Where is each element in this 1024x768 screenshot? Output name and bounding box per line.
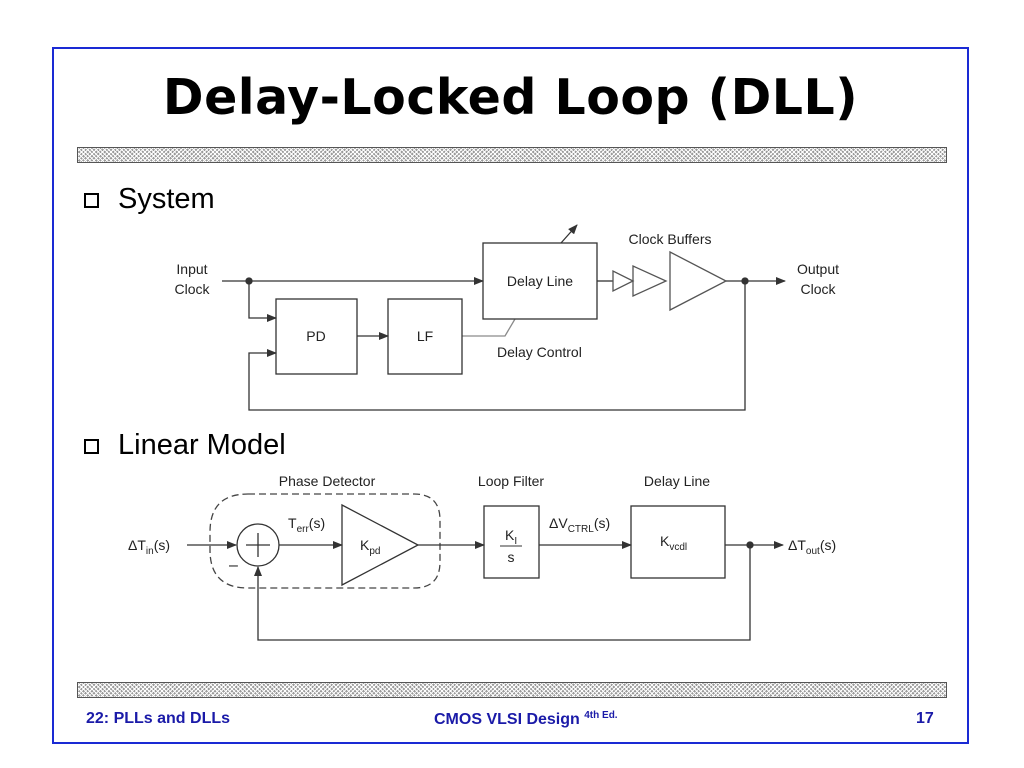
kpd-amplifier-icon bbox=[341, 503, 420, 587]
delay-line-model-label: Delay Line bbox=[644, 473, 710, 489]
filter-denominator: s bbox=[508, 549, 515, 565]
k-i-label: KI bbox=[505, 527, 517, 547]
loop-filter-box bbox=[483, 505, 540, 579]
footer-book-title: CMOS VLSI Design 4th Ed. bbox=[434, 710, 618, 728]
square-bullet-icon bbox=[84, 193, 99, 208]
output-clock-label-2: Clock bbox=[800, 281, 836, 297]
linear-model-labels: Phase Detector Loop Filter Delay Line ΔT… bbox=[128, 473, 836, 574]
delta-t-in-label: ΔTin(s) bbox=[128, 537, 170, 557]
delay-line-box bbox=[482, 242, 598, 320]
medium-buffer-icon bbox=[632, 264, 668, 298]
bullet-system: System bbox=[84, 183, 215, 216]
square-bullet-icon bbox=[84, 439, 99, 454]
delay-control-label: Delay Control bbox=[497, 344, 582, 360]
bullet-system-label: System bbox=[118, 183, 215, 215]
footer-divider bbox=[77, 682, 947, 698]
footer-chapter: 22: PLLs and DLLs bbox=[86, 710, 231, 727]
k-pd-label: Kpd bbox=[360, 537, 380, 557]
pd-box bbox=[275, 298, 358, 375]
bullet-linear-model: Linear Model bbox=[84, 429, 286, 462]
clock-buffers-label: Clock Buffers bbox=[629, 231, 712, 247]
input-clock-label-1: Input bbox=[176, 261, 207, 277]
output-clock-label-1: Output bbox=[797, 261, 839, 277]
k-vcdl-label: Kvcdl bbox=[660, 533, 687, 553]
system-labels: Input Clock Output Clock Delay Line Cloc… bbox=[174, 231, 839, 360]
lf-box bbox=[387, 298, 463, 375]
delta-t-out-label: ΔTout(s) bbox=[788, 537, 836, 557]
minus-sign: – bbox=[229, 557, 238, 574]
loop-filter-label: Loop Filter bbox=[478, 473, 544, 489]
bullet-linear-model-label: Linear Model bbox=[118, 429, 286, 461]
delay-line-model-box bbox=[630, 505, 726, 579]
footer-page-number: 17 bbox=[916, 710, 934, 727]
pd-label: PD bbox=[306, 328, 325, 344]
linear-model-diagram bbox=[187, 493, 784, 641]
small-buffer-icon bbox=[612, 269, 635, 293]
delay-line-label: Delay Line bbox=[507, 273, 573, 289]
slide-title: Delay-Locked Loop (DLL) bbox=[162, 69, 859, 126]
slide-frame: Delay-Locked Loop (DLL) System Linear Mo… bbox=[52, 47, 969, 744]
delta-v-ctrl-label: ΔVCTRL(s) bbox=[549, 515, 610, 535]
system-diagram bbox=[222, 224, 786, 411]
phase-detector-label: Phase Detector bbox=[279, 473, 376, 489]
lf-label: LF bbox=[417, 328, 433, 344]
input-clock-label-2: Clock bbox=[174, 281, 210, 297]
t-err-label: Terr(s) bbox=[288, 515, 325, 535]
title-divider bbox=[77, 147, 947, 163]
phase-detector-outline bbox=[209, 493, 441, 589]
large-buffer-icon bbox=[669, 250, 728, 312]
